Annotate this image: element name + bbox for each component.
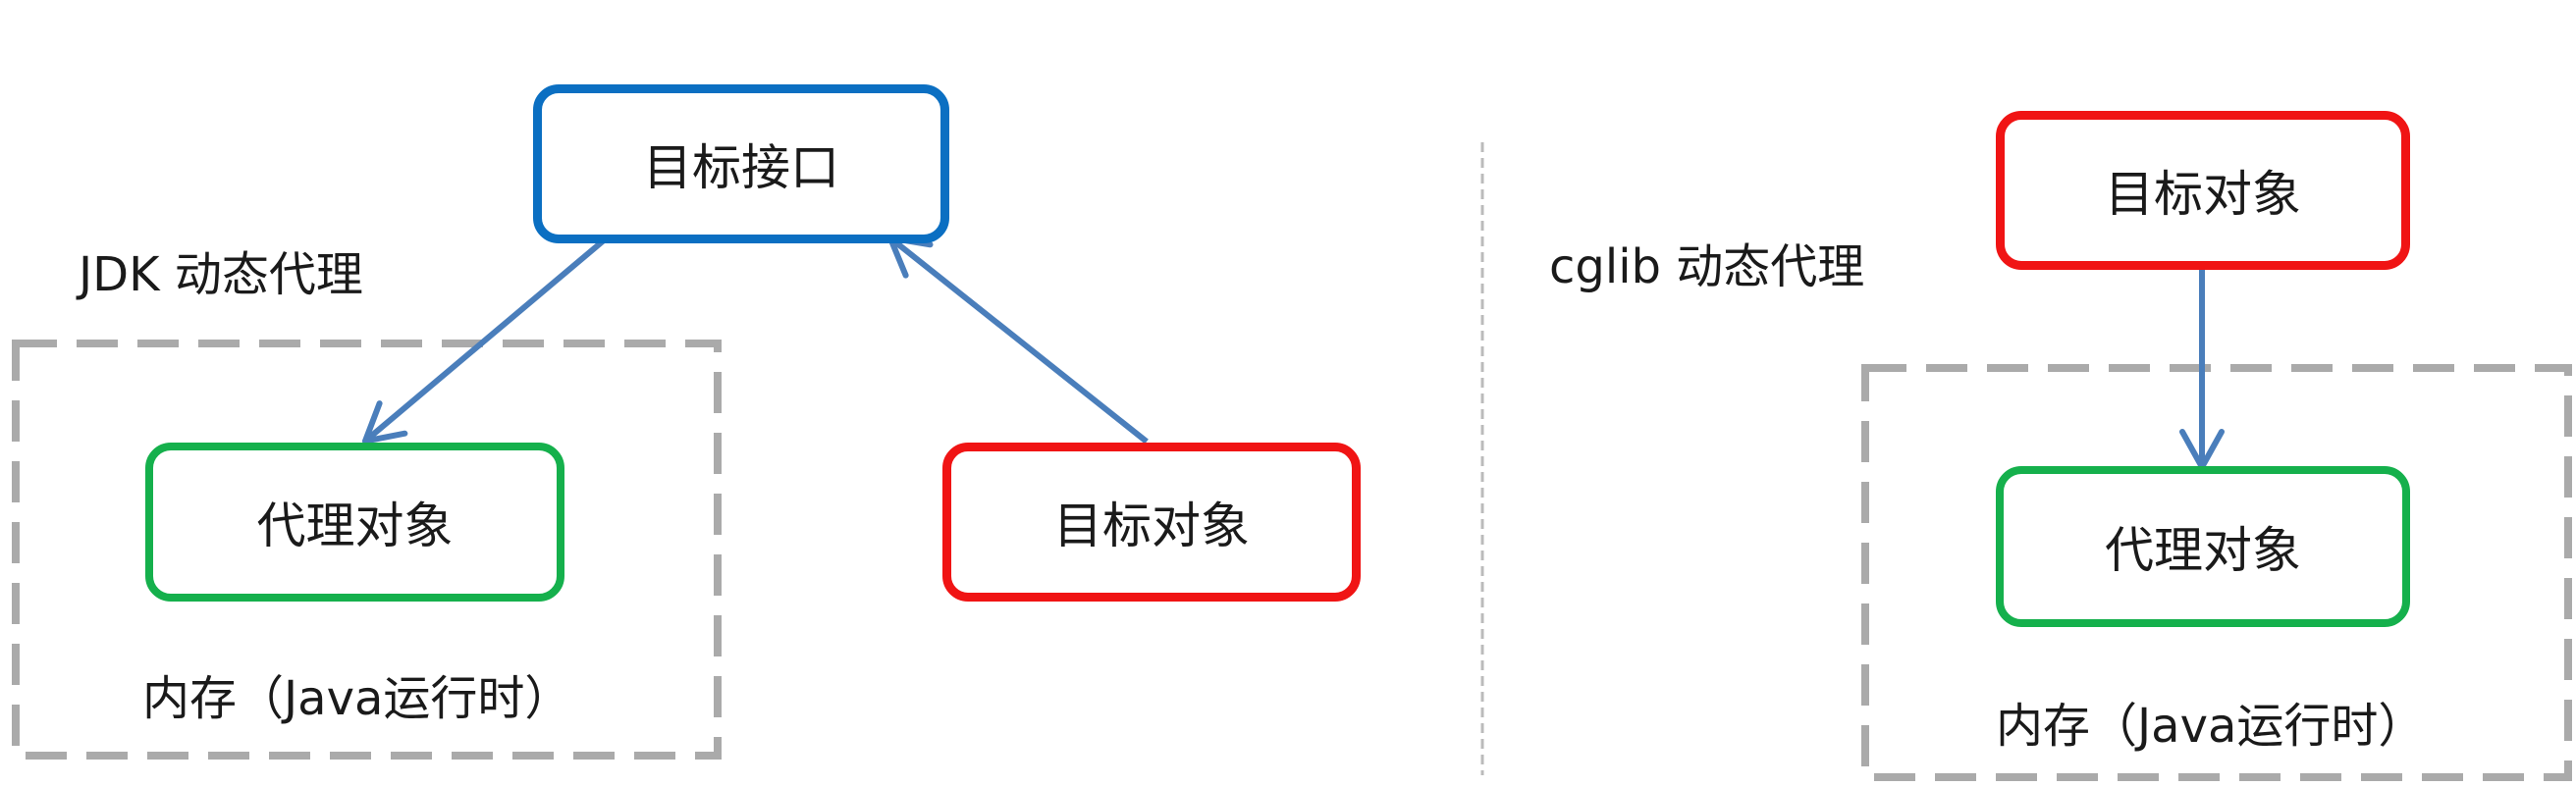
jdk-memory-region (12, 340, 722, 760)
cglib-memory-region (1861, 364, 2572, 781)
jdk-target-box: 目标对象 (942, 443, 1361, 602)
cglib-proxy-label: 代理对象 (2105, 522, 2301, 579)
arrow-target-to-interface (886, 235, 1149, 445)
cglib-proxy-box: 代理对象 (1996, 466, 2410, 627)
cglib-title: cglib 动态代理 (1549, 239, 1865, 294)
cglib-target-label: 目标对象 (2105, 166, 2301, 223)
jdk-interface-label: 目标接口 (643, 139, 839, 196)
jdk-target-label: 目标对象 (1053, 498, 1250, 554)
jdk-title: JDK 动态代理 (79, 247, 363, 302)
cglib-target-box: 目标对象 (1996, 111, 2410, 270)
jdk-memory-label: 内存（Java运行时） (142, 671, 572, 726)
arrow-interface-to-proxy (361, 237, 606, 445)
cglib-memory-label: 内存（Java运行时） (1996, 699, 2426, 754)
jdk-proxy-box: 代理对象 (145, 443, 564, 602)
jdk-proxy-label: 代理对象 (256, 498, 454, 554)
jdk-interface-box: 目标接口 (533, 84, 949, 243)
